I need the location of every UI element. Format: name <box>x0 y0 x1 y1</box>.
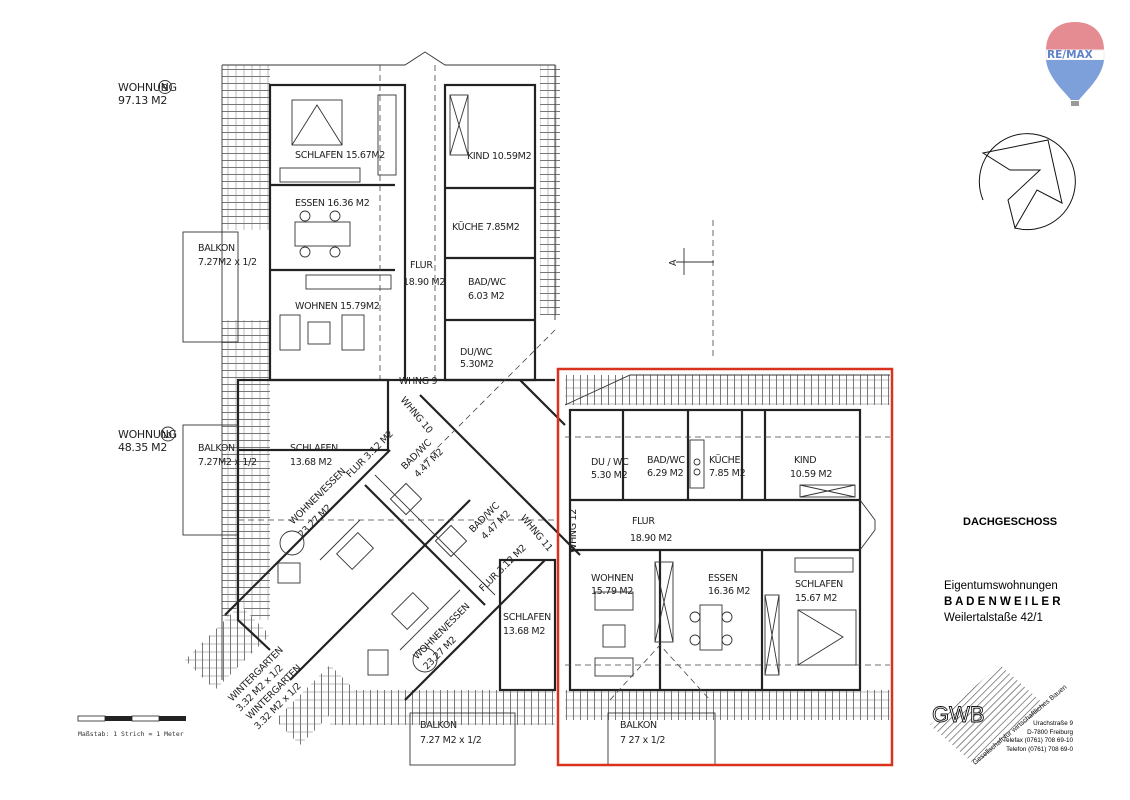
project-address: Weilertalstaße 42/1 <box>944 612 1043 624</box>
room-label: BALKON <box>198 443 235 454</box>
room-label: KÜCHE <box>709 455 741 466</box>
room-area: 5.30M2 <box>460 359 494 370</box>
apartment-number: 10 <box>162 431 172 440</box>
apartment-12-highlight <box>556 367 894 767</box>
room-label: WOHNEN <box>591 573 634 584</box>
room-label: KIND <box>794 455 816 466</box>
apartment-9-walls <box>182 51 556 680</box>
project-town: B A D E N W E I L E R <box>944 596 1061 608</box>
room-label: ESSEN 16.36 M2 <box>295 198 370 209</box>
room-area: 10.59 M2 <box>790 469 832 480</box>
north-arrow-icon <box>978 133 1076 231</box>
room-area: 7.27 M2 x 1/2 <box>420 735 482 746</box>
remax-logo-text: RE/MAX <box>1047 49 1093 61</box>
address-line: Telefax (0761) 708 69-10 <box>1002 737 1073 744</box>
room-label: FLUR <box>410 260 433 271</box>
room-label: DU/WC <box>460 347 493 358</box>
entrance-label: WHNG 12 <box>568 509 579 553</box>
entrance-label: WHNG 10 <box>398 395 435 436</box>
company-address: Urachstraße 9 D-7800 Freiburg Telefax (0… <box>1003 720 1073 754</box>
room-label: SCHLAFEN <box>290 443 338 454</box>
room-label: BAD/WC <box>468 277 506 288</box>
room-area: 7.85 M2 <box>709 468 746 479</box>
apartment-12-labels: DU / WC 5.30 M2 BAD/WC 6.29 M2 KÜCHE 7.8… <box>568 455 843 746</box>
room-area: 13.68 M2 <box>503 626 545 637</box>
room-area: 18.90 M2 <box>403 277 445 288</box>
room-label: FLUR 3.12 M2 <box>344 429 396 481</box>
project-info: Eigentumswohnungen B A D E N W E I L E R… <box>944 578 1061 626</box>
room-label: BALKON <box>198 243 235 254</box>
remax-balloon-logo: RE/MAX <box>1045 22 1105 106</box>
room-area: 16.36 M2 <box>708 586 750 597</box>
room-label: BALKON <box>620 720 657 731</box>
room-label: WOHNEN 15.79M2 <box>295 301 380 312</box>
room-area: 7.27M2 x 1/2 <box>198 457 257 468</box>
gwb-logo-text: GWB <box>932 702 985 727</box>
room-label: BALKON <box>420 720 457 731</box>
apartment-number: 9 <box>162 83 168 94</box>
room-label: SCHLAFEN <box>795 579 843 590</box>
room-label: FLUR 3.12 M2 <box>477 543 529 595</box>
scale-caption: Maßstab: 1 Strich = 1 Meter <box>78 730 184 738</box>
scale-bar: Maßstab: 1 Strich = 1 Meter <box>77 715 186 738</box>
apartment-area: 97.13 M2 <box>118 94 167 107</box>
room-area: 7.27M2 x 1/2 <box>198 257 257 268</box>
room-area: 7 27 x 1/2 <box>620 735 665 746</box>
room-area: 18.90 M2 <box>630 533 672 544</box>
address-line: Telefon (0761) 708 69-0 <box>1006 745 1073 753</box>
room-area: 5.30 M2 <box>591 470 628 481</box>
section-label: A <box>668 259 679 266</box>
apartment-12-walls <box>564 374 890 766</box>
room-label: DU / WC <box>591 457 629 468</box>
room-label: KÜCHE 7.85M2 <box>452 222 520 233</box>
balcony <box>409 712 516 766</box>
address-line: Urachstraße 9 <box>1033 720 1073 727</box>
floor-title: DACHGESCHOSS <box>963 516 1058 528</box>
apartment-10-labels: WOHNUNG 10 48.35 M2 BALKON 7.27M2 x 1/2 … <box>118 395 446 714</box>
room-label: SCHLAFEN 15.67M2 <box>295 150 385 161</box>
apartment-label: WOHNUNG <box>118 81 177 94</box>
room-area: 15.67 M2 <box>795 593 837 604</box>
room-label: SCHLAFEN <box>503 612 551 623</box>
room-area: 13.68 M2 <box>290 457 332 468</box>
room-area: 15.79 M2 <box>591 586 633 597</box>
balcony <box>182 231 239 343</box>
room-label: FLUR <box>632 516 655 527</box>
room-label: BAD/WC <box>647 455 685 466</box>
address-line: D-7800 Freiburg <box>1027 728 1073 736</box>
room-area: 6.03 M2 <box>468 291 505 302</box>
apartment-area: 48.35 M2 <box>118 441 167 454</box>
section-marker: A <box>668 220 714 360</box>
roof-hatching <box>185 65 890 745</box>
entrance-label: WHNG 9 <box>399 376 438 387</box>
apartment-9-labels: WOHNUNG 9 97.13 M2 SCHLAFEN 15.67M2 KIND… <box>118 80 532 387</box>
project-type: Eigentumswohnungen <box>944 580 1058 592</box>
room-label: ESSEN <box>708 573 738 584</box>
apartment-10-11-walls <box>182 329 581 766</box>
room-label: KIND 10.59M2 <box>467 151 532 162</box>
room-area: 6.29 M2 <box>647 468 684 479</box>
